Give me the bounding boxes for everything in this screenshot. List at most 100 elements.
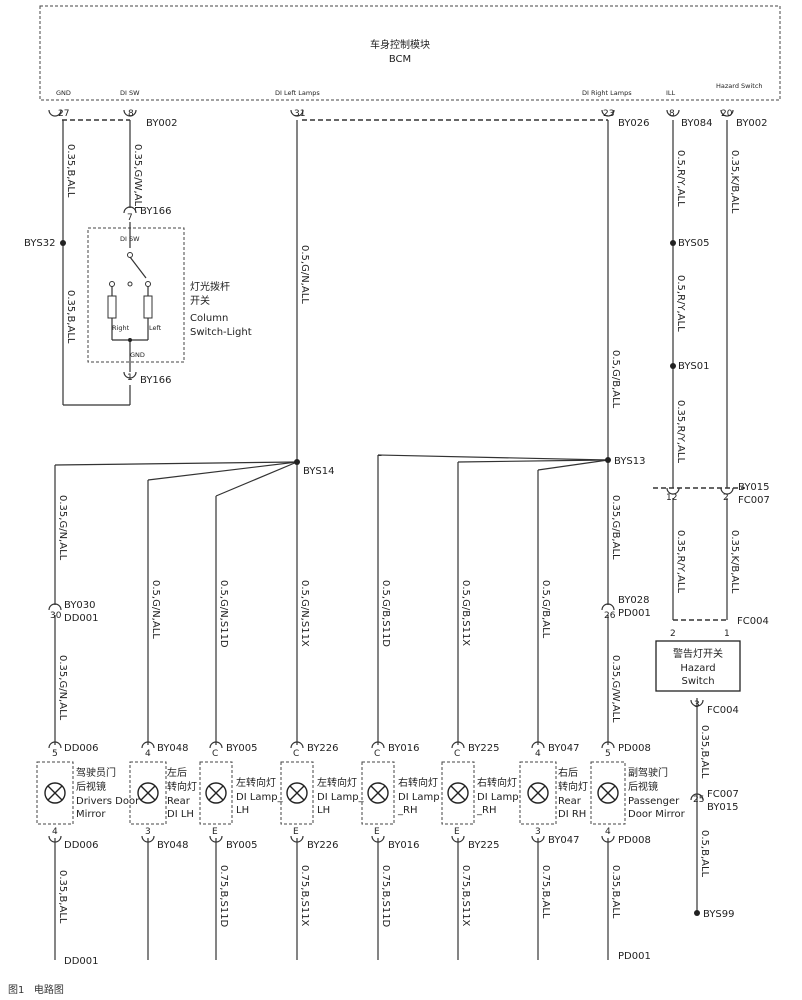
wire-label-w13: 0.5,G/N,S11X [299, 580, 310, 647]
svg-text:右转向灯: 右转向灯 [398, 776, 438, 789]
svg-text:3: 3 [145, 827, 151, 837]
column-switch-symbol [107, 222, 153, 372]
pin-27: 27 [58, 109, 69, 119]
wire-label-b1: 0.35,B,ALL [57, 870, 68, 924]
conn-by226b: BY226 [307, 840, 339, 851]
conn-pd008b: PD008 [618, 835, 651, 846]
connector-top-row [48, 109, 734, 121]
conn-bys99: BYS99 [703, 909, 735, 920]
conn-by048b: BY048 [157, 840, 189, 851]
wire-label-b6: 0.75,B,ALL [540, 865, 551, 919]
pin-2b: 2 [670, 629, 676, 639]
wire-label-b5: 0.75,B,S11X [460, 865, 471, 927]
pin-23: 23 [603, 109, 614, 119]
svg-text:C: C [454, 749, 460, 759]
pin-26: 26 [604, 611, 616, 621]
caption-fig: 图1 [8, 985, 25, 996]
conn-by030: BY030 [64, 600, 96, 611]
pin-31: 31 [294, 109, 305, 119]
conn-by015b: BY015 [707, 802, 739, 813]
conn-dd006a: DD006 [64, 743, 99, 754]
svg-text:右转向灯: 右转向灯 [477, 776, 517, 789]
conn-by166a: BY166 [140, 206, 172, 217]
conn-pd008a: PD008 [618, 743, 651, 754]
svg-text:Drivers Door: Drivers Door [76, 796, 140, 807]
svg-text:3: 3 [535, 827, 541, 837]
pin-1: 1 [127, 373, 133, 383]
wire-label-w12: 0.5,G/N,S11D [218, 580, 229, 648]
conn-fc004b: FC004 [707, 705, 739, 716]
wire-label-w18: 0.35,R/Y,ALL [675, 530, 686, 593]
pin-3: 3 [694, 700, 700, 710]
pin-7: 7 [127, 213, 133, 223]
bcm-pin-di-right: DI Right Lamps [582, 89, 632, 97]
svg-text:左转向灯: 左转向灯 [317, 776, 357, 789]
wire-label-w1: 0.35,B,ALL [65, 144, 76, 198]
switch-en1: Column [190, 313, 228, 324]
wire-label-w20: 0.35,G/N,ALL [57, 655, 68, 721]
svg-text:DI Lamp_: DI Lamp_ [236, 792, 284, 803]
lamp-passenger-door-mirror: 5 4 副驾驶门 后视镜 Passenger Door Mirror [590, 741, 686, 843]
svg-text:Mirror: Mirror [76, 809, 106, 820]
wire-labels: 0.35,B,ALL 0.35,G/W,ALL 0.35,B,ALL 0.5,G… [57, 144, 740, 928]
svg-text:DI LH: DI LH [167, 809, 194, 820]
conn-by047a: BY047 [548, 743, 580, 754]
bcm-pin-hazard: Hazard Switch [716, 82, 763, 90]
pin-8b: 8 [669, 109, 675, 119]
conn-by016a: BY016 [388, 743, 420, 754]
lamp-rear-di-rh: 4 3 右后 转向灯 Rear DI RH [519, 741, 588, 843]
pd001-connector [601, 603, 615, 611]
wire-label-b7: 0.35,B,ALL [610, 865, 621, 919]
svg-text:4: 4 [52, 827, 58, 837]
bcm-title-cn: 车身控制模块 [370, 38, 430, 51]
hazard-cn: 警告灯开关 [673, 647, 723, 660]
wire-label-w10: 0.35,G/N,ALL [57, 495, 68, 561]
wire-label-w23: 0.5,B,ALL [699, 830, 710, 878]
svg-text:驾驶员门: 驾驶员门 [76, 766, 116, 779]
svg-text:副驾驶门: 副驾驶门 [628, 766, 668, 779]
bcm-pin-di-sw: DI SW [120, 89, 140, 97]
switch-en2: Switch-Light [190, 327, 252, 338]
svg-text:_RH: _RH [397, 805, 417, 816]
conn-by084: BY084 [681, 118, 713, 129]
pin-8: 8 [128, 109, 134, 119]
conn-by026: BY026 [618, 118, 650, 129]
switch-cn1: 灯光拨杆 [190, 280, 230, 293]
hazard-en2: Switch [681, 676, 714, 687]
wire-label-w19: 0.35,K/B,ALL [729, 530, 740, 594]
svg-text:Passenger: Passenger [628, 796, 680, 807]
lamp-drivers-door-mirror: 5 4 驾驶员门 后视镜 Drivers Door Mirror [36, 741, 140, 843]
conn-by005a: BY005 [226, 743, 258, 754]
conn-bys13: BYS13 [614, 456, 646, 467]
pin1-connector [123, 371, 137, 379]
svg-text:4: 4 [605, 827, 611, 837]
switch-gnd: GND [130, 351, 145, 359]
lamp-di-rh-1: C E 右转向灯 DI Lamp _RH [361, 741, 440, 843]
conn-by226a: BY226 [307, 743, 339, 754]
wire-label-w5: 0.5,G/B,ALL [610, 350, 621, 409]
conn-by048a: BY048 [157, 743, 189, 754]
pin-20: 20 [721, 109, 733, 119]
conn-fc004a: FC004 [737, 616, 769, 627]
conn-bys05: BYS05 [678, 238, 710, 249]
fc007-connector [666, 487, 734, 495]
wire-label-w22: 0.35,B,ALL [699, 725, 710, 779]
svg-text:DI Lamp_: DI Lamp_ [317, 792, 365, 803]
conn-fc007b: FC007 [707, 789, 739, 800]
caption-title: 电路图 [33, 985, 64, 996]
bcm-pin-ill: ILL [666, 89, 676, 97]
figure-caption: 图1 电路图 [8, 981, 64, 996]
conn-by005b: BY005 [226, 840, 258, 851]
switch-di-sw: DI SW [120, 235, 140, 243]
svg-text:Rear: Rear [167, 796, 191, 807]
fc004-connector [690, 699, 704, 707]
svg-text:_RH: _RH [476, 805, 496, 816]
wire-label-w4: 0.5,G/N,ALL [299, 245, 310, 304]
svg-text:E: E [374, 827, 380, 837]
conn-by002b: BY002 [736, 118, 768, 129]
wire-label-w2: 0.35,G/W,ALL [132, 144, 143, 212]
svg-text:左转向灯: 左转向灯 [236, 776, 276, 789]
hazard-switch-box [655, 640, 741, 692]
lamp-di-rh-2: C E 右转向灯 DI Lamp _RH [441, 741, 519, 843]
